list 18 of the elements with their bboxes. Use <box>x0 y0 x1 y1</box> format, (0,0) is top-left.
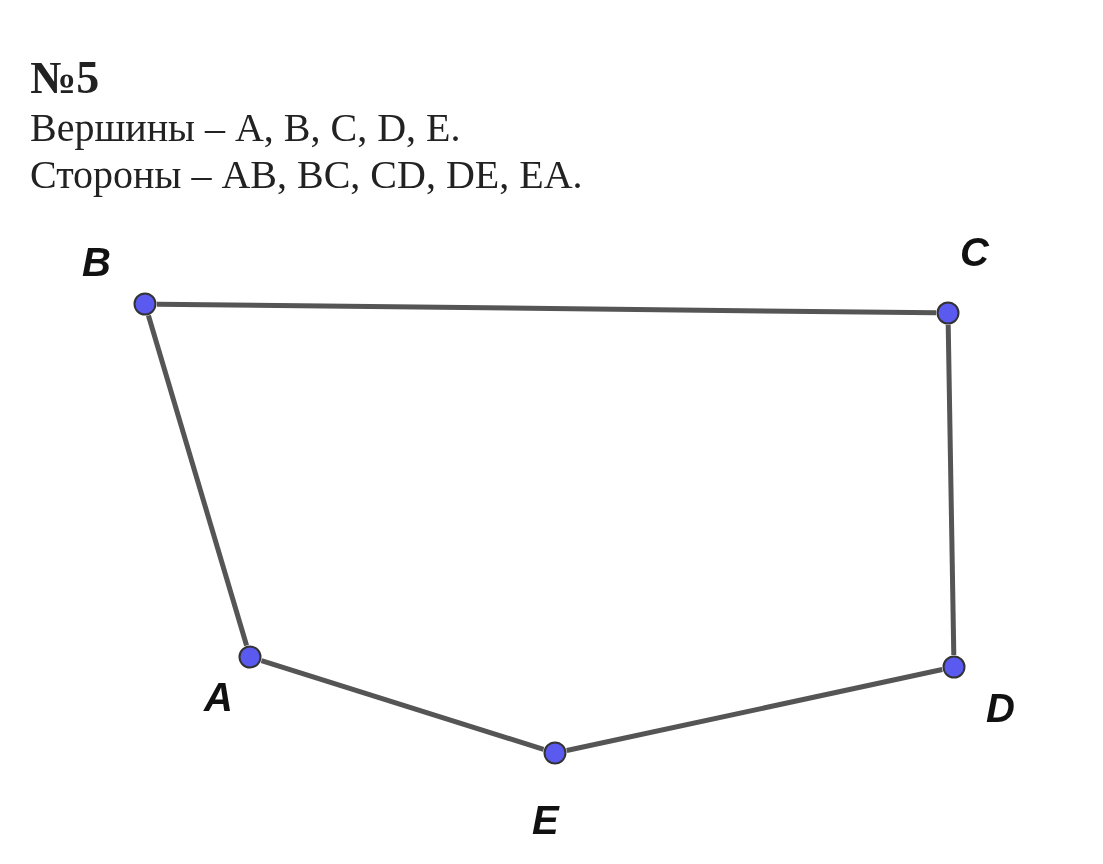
vertex-label: D <box>986 688 1015 728</box>
vertex-label: C <box>960 232 989 272</box>
polygon-side <box>260 658 545 752</box>
vertex-point <box>942 655 966 679</box>
answer-text: Стороны – AB, BC, CD, DE, EA. <box>30 155 583 195</box>
vertex-point <box>133 292 157 316</box>
polygon-side <box>945 324 957 656</box>
answer-text: Вершины – A, B, C, D, E. <box>30 108 461 148</box>
polygon-side <box>156 301 937 316</box>
vertex-point <box>543 741 567 765</box>
vertex-point <box>936 301 960 325</box>
vertex-label: A <box>204 677 233 717</box>
vertex-label: E <box>532 800 559 840</box>
vertex-point <box>238 645 262 669</box>
polygon-side <box>566 667 943 753</box>
polygon-side <box>146 314 249 647</box>
task-number: №5 <box>30 55 100 101</box>
vertex-label: B <box>82 242 111 282</box>
